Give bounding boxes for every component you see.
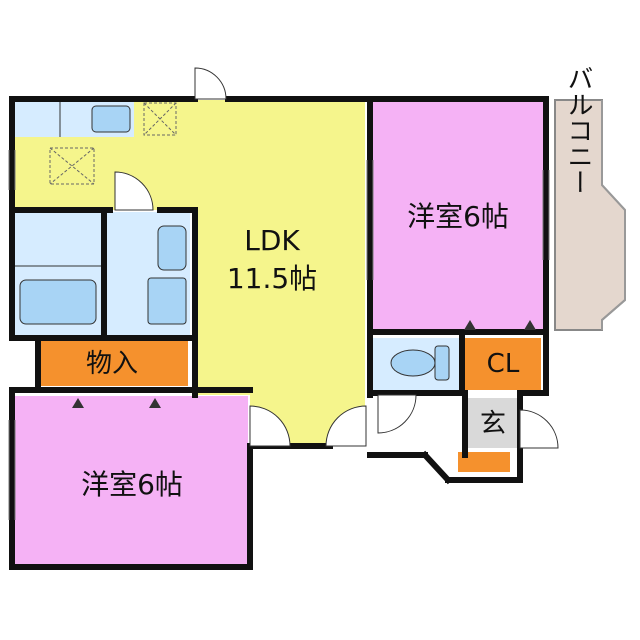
entrance-step <box>458 452 510 472</box>
ldk-label: LDK <box>244 224 300 257</box>
toilet-bowl-icon <box>390 349 436 377</box>
ldk-size-label: 11.5帖 <box>227 262 317 295</box>
doors <box>114 67 559 449</box>
washer-icon <box>49 147 95 185</box>
fridge-icon <box>143 102 177 136</box>
storage-room <box>38 340 188 386</box>
closet <box>465 338 541 390</box>
western-room-west <box>14 396 248 564</box>
walls <box>9 96 549 570</box>
entrance-label: 玄 <box>480 409 506 439</box>
closet-label: CL <box>487 349 520 379</box>
storage-label: 物入 <box>86 349 138 379</box>
washbasin-icon <box>157 225 187 271</box>
entrance <box>468 398 518 448</box>
kitchen-sink-icon <box>91 105 131 133</box>
toilet-tank-icon <box>434 345 450 381</box>
ldk-room <box>12 100 365 446</box>
windows <box>8 150 550 520</box>
western-room-east <box>373 102 543 330</box>
balcony-label: バルコニー <box>563 65 593 195</box>
bathtub-icon <box>19 279 97 325</box>
western-room-west-label: 洋室6帖 <box>81 468 183 501</box>
shower-icon <box>147 277 187 325</box>
closet-door-markers <box>72 320 536 408</box>
western-room-east-label: 洋室6帖 <box>407 200 509 233</box>
